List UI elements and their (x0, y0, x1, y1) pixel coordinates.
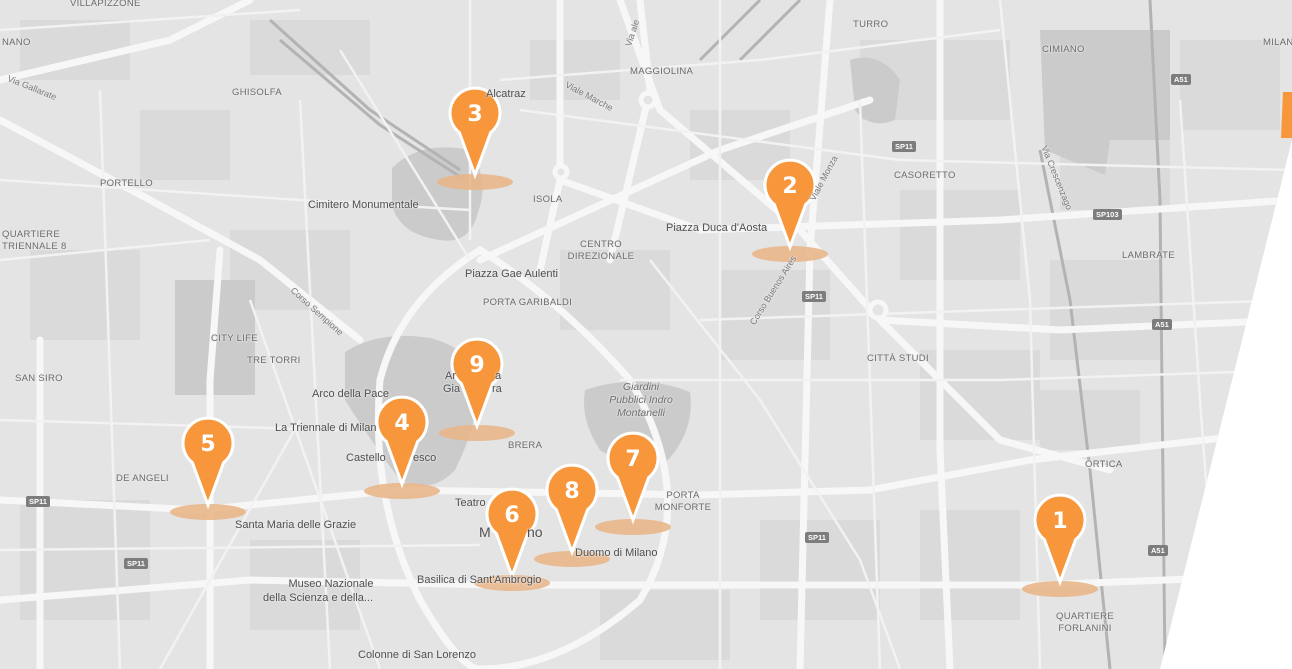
shield-sp103: SP103 (1093, 209, 1122, 220)
marker-5-pin[interactable] (181, 416, 235, 510)
marker-2-pin[interactable] (763, 158, 817, 252)
shield-sp11-a: SP11 (892, 141, 916, 152)
marker-3-pin[interactable] (448, 86, 502, 180)
edge-accent (1281, 92, 1292, 138)
marker-9-pin[interactable] (450, 337, 504, 431)
shield-sp11-b: SP11 (802, 291, 826, 302)
marker-8-pin[interactable] (545, 463, 599, 557)
marker-7-pin[interactable] (606, 431, 660, 525)
shield-sp11-d: SP11 (26, 496, 50, 507)
roundabouts (552, 90, 889, 321)
shield-sp11-e: SP11 (124, 558, 148, 569)
marker-4-pin[interactable] (375, 395, 429, 489)
shield-a51-c: A51 (1148, 545, 1168, 556)
rail-lines (268, 0, 1167, 669)
shield-a51-a: A51 (1171, 74, 1191, 85)
marker-pins[interactable] (181, 86, 1087, 587)
shield-sp11-c: SP11 (805, 532, 829, 543)
marker-1-pin[interactable] (1033, 493, 1087, 587)
shield-a51-b: A51 (1152, 319, 1172, 330)
marker-6-pin[interactable] (485, 487, 539, 581)
marker-shadows (170, 174, 1098, 597)
